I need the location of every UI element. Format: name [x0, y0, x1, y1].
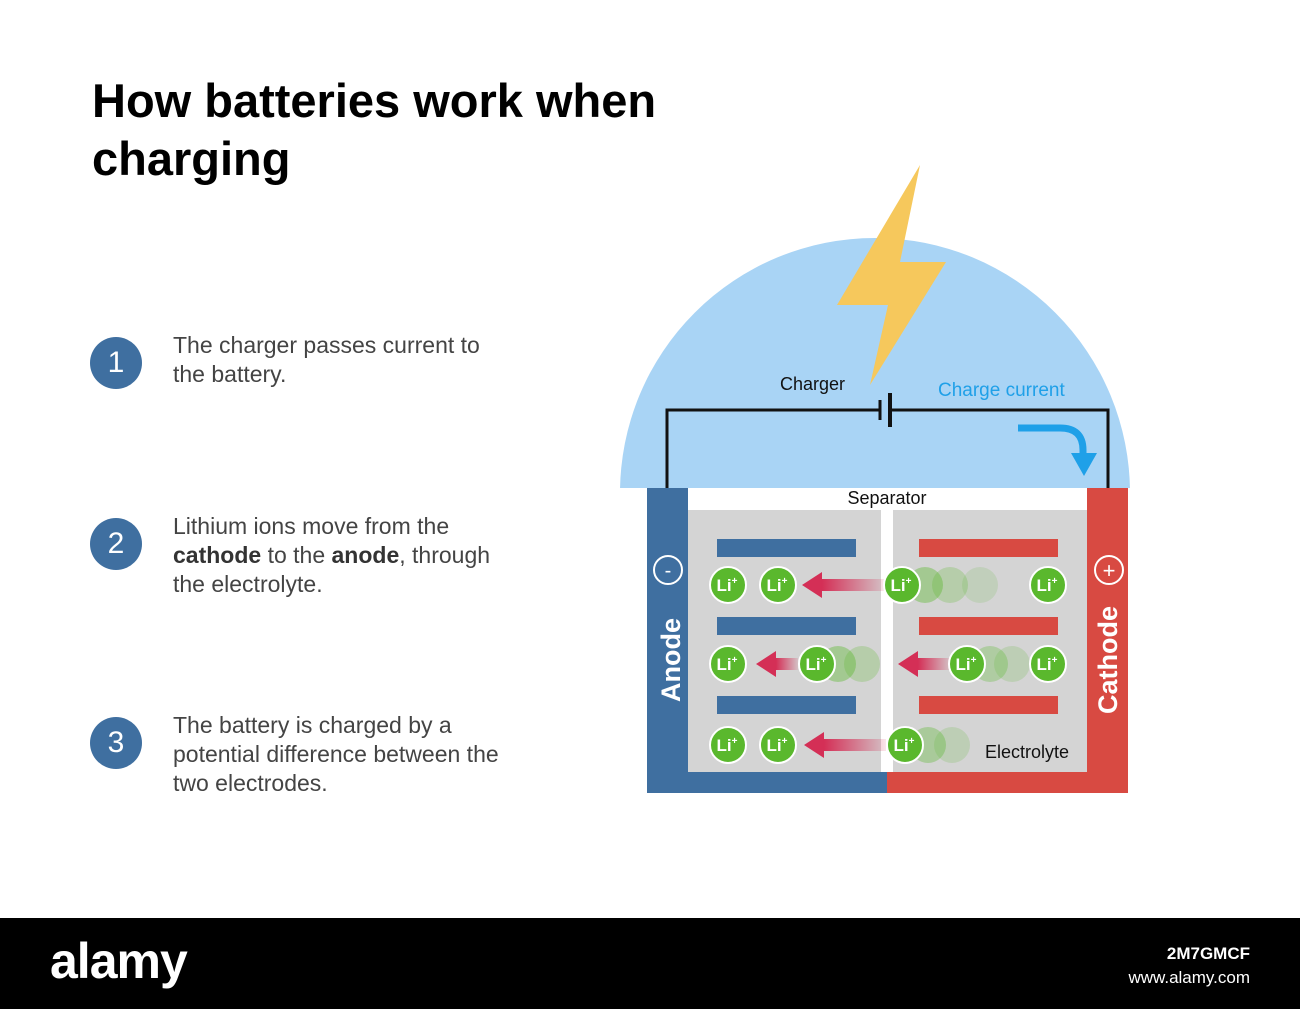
lithium-ion: Li+: [709, 726, 747, 764]
footer-bar: alamy 2M7GMCF www.alamy.com: [0, 918, 1300, 1009]
anode-plate: [647, 488, 688, 793]
lithium-ion: Li+: [883, 566, 921, 604]
minus-sign-icon: -: [653, 555, 683, 585]
svg-text:-: -: [665, 560, 672, 582]
lithium-ion: Li+: [759, 566, 797, 604]
site-url: www.alamy.com: [1128, 968, 1250, 987]
lithium-ion: Li+: [709, 566, 747, 604]
anode-layers: [717, 539, 856, 714]
lithium-ion: Li+: [948, 645, 986, 683]
lithium-ion: Li+: [798, 645, 836, 683]
page-title: How batteries work when charging: [92, 74, 657, 185]
lithium-ion: Li+: [1029, 645, 1067, 683]
lithium-ions: Li+ Li+ Li+ Li+ Li+ Li+ Li+ Li+ Li+ Li+ Li+: [709, 566, 1067, 764]
lithium-ion: Li+: [759, 726, 797, 764]
electrolyte-label: Electrolyte: [985, 742, 1069, 762]
ion-flow-arrows: [756, 572, 950, 758]
image-info: 2M7GMCF www.alamy.com: [1128, 942, 1250, 990]
alamy-logo: alamy: [50, 933, 188, 989]
step-text: The battery is charged by a potential di…: [173, 712, 499, 796]
step-text: Lithium ions move from the cathode to th…: [173, 513, 491, 597]
lightning-bolt-icon: [837, 165, 946, 385]
step-number-badge: 1: [90, 337, 142, 389]
lithium-ion: Li+: [709, 645, 747, 683]
anode-label: Anode: [656, 618, 686, 702]
lithium-ion: Li+: [1029, 566, 1067, 604]
plus-sign-icon: +: [1094, 555, 1124, 585]
cathode-base: [887, 772, 1128, 793]
charger-label: Charger: [780, 374, 845, 394]
cathode-plate: [1087, 488, 1128, 793]
separator-label: Separator: [847, 488, 926, 508]
charge-current-arrow-icon: [1018, 424, 1097, 476]
cathode-label: Cathode: [1093, 606, 1123, 714]
step-number-badge: 2: [90, 518, 142, 570]
lithium-ion: Li+: [886, 726, 924, 764]
step-number-badge: 3: [90, 717, 142, 769]
svg-text:+: +: [1103, 558, 1116, 583]
anode-base: [647, 772, 887, 793]
charge-current-label: Charge current: [938, 380, 1065, 401]
cathode-layers: [919, 539, 1058, 714]
charger-circuit: [665, 393, 1110, 489]
image-id: 2M7GMCF: [1166, 944, 1250, 963]
step-text: The charger passes current to the batter…: [173, 332, 480, 387]
